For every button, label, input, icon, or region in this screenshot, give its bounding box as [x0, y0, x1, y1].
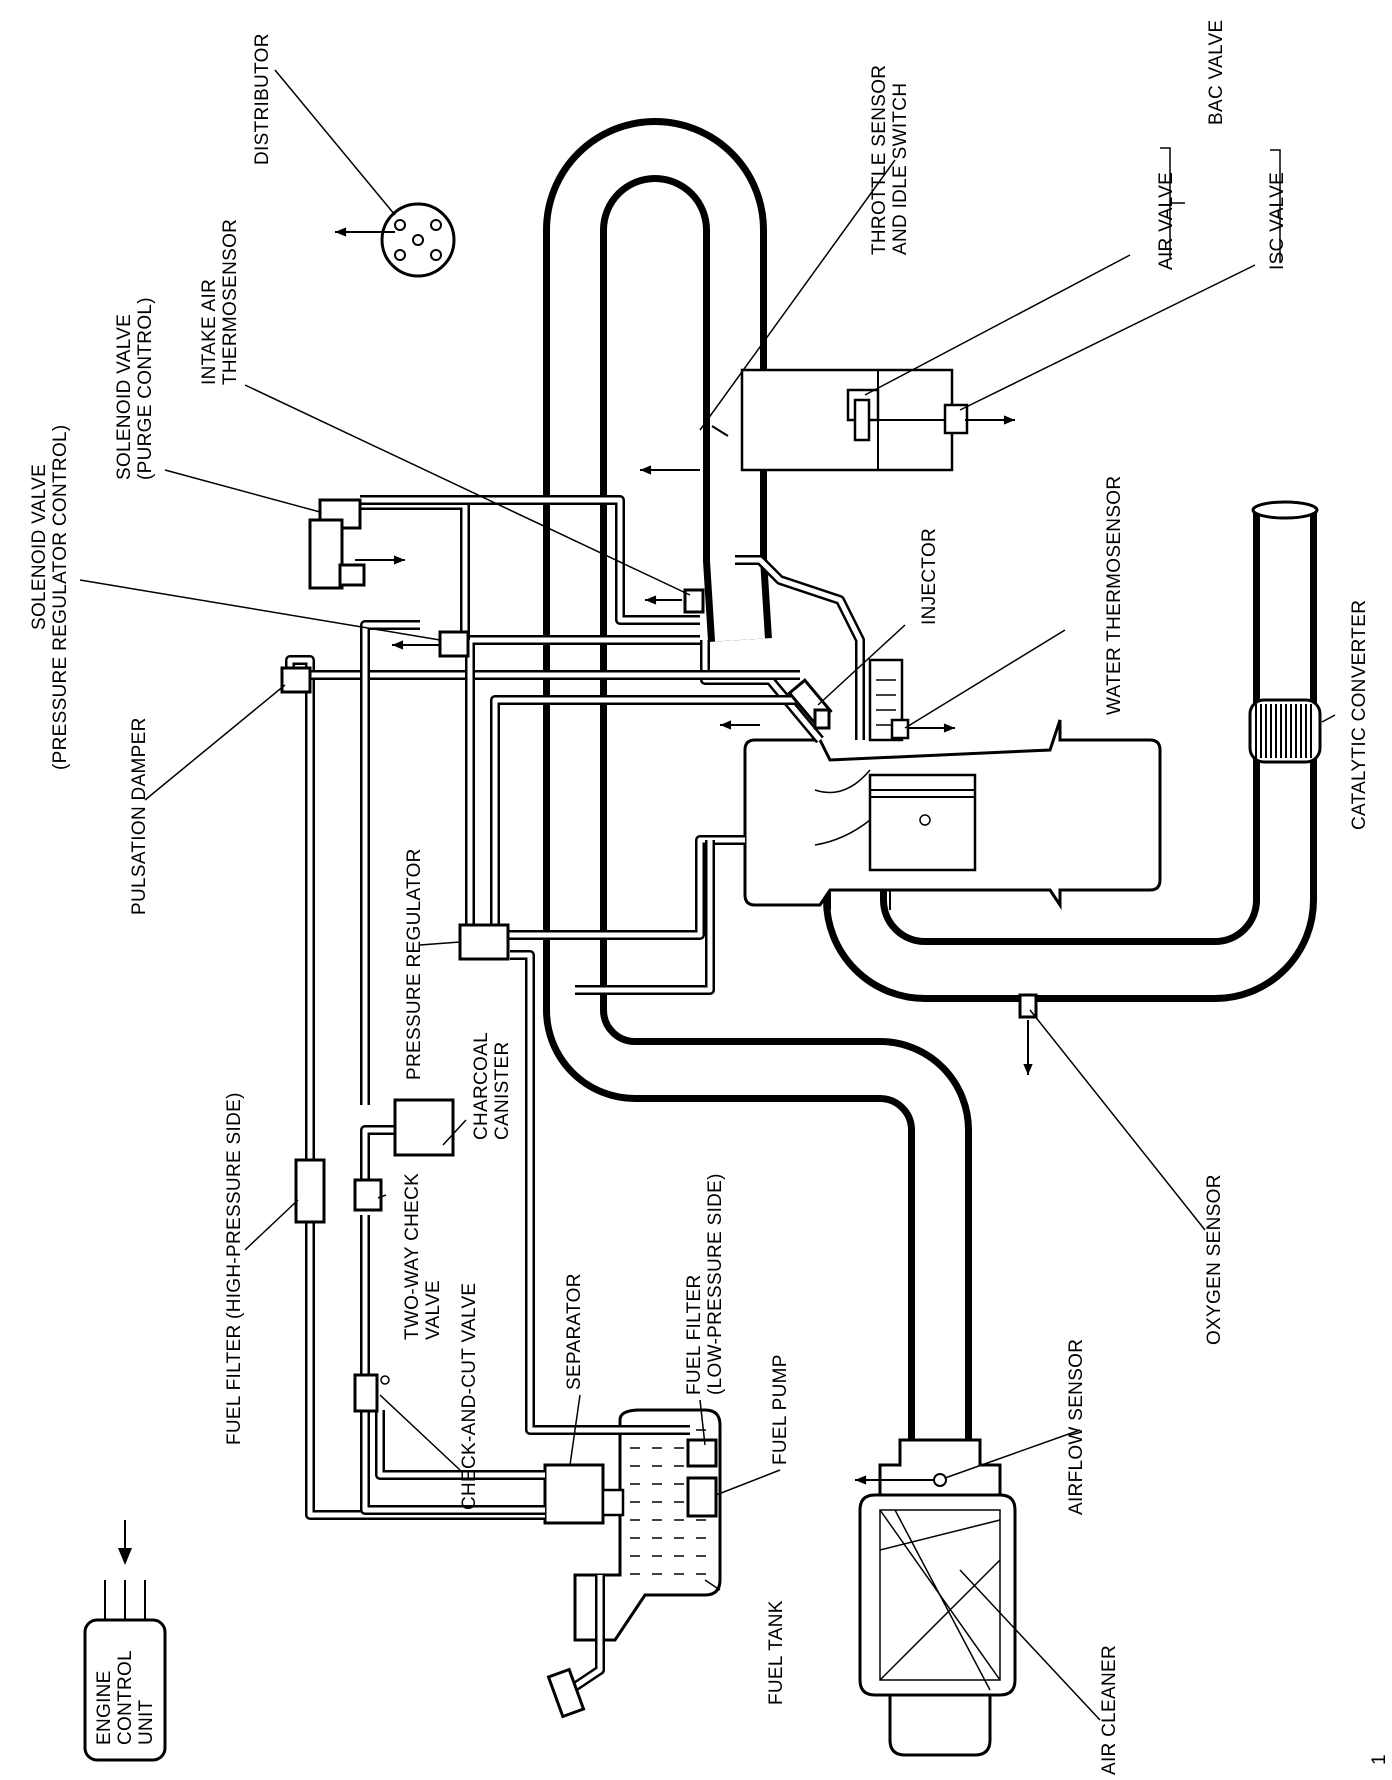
leader-lines	[79, 69, 1336, 1721]
fuel-filter-high-part	[294, 1158, 326, 1224]
label-fuel-pump: FUEL PUMP	[770, 1354, 791, 1465]
label-ecu-line1: ENGINE	[94, 1670, 115, 1745]
label-fuel-filter-high: FUEL FILTER (HIGH-PRESSURE SIDE)	[224, 1092, 245, 1445]
pulsation-damper-part	[280, 666, 312, 694]
label-distributor: DISTRIBUTOR	[252, 33, 273, 165]
fuel-pump-part	[686, 1476, 718, 1518]
pressure-regulator-part	[458, 923, 510, 961]
arrow-isc	[965, 415, 1015, 425]
arrow-intake-thermo	[645, 595, 682, 605]
label-pulsation-damper: PULSATION DAMPER	[129, 717, 150, 915]
solenoid-purge-part	[308, 498, 366, 590]
label-two-way-line2: VALVE	[423, 1280, 444, 1340]
charcoal-canister-part	[393, 1098, 455, 1157]
label-intake-air-line2: THERMOSENSOR	[220, 219, 241, 385]
labels: DISTRIBUTOR THROTTLE SENSOR AND IDLE SWI…	[29, 20, 1390, 1775]
intake-manifold	[700, 555, 865, 744]
arrow-injector	[720, 720, 760, 730]
arrow-purge	[355, 555, 405, 565]
label-airflow-sensor: AIRFLOW SENSOR	[1066, 1339, 1087, 1515]
label-bac-valve: BAC VALVE	[1206, 20, 1227, 125]
catalytic-converter	[1248, 698, 1322, 764]
intake-duct	[543, 118, 972, 1440]
label-air-valve: AIR VALVE	[1156, 172, 1177, 270]
fuel-lines	[285, 495, 800, 1520]
label-ecu-line3: UNIT	[136, 1699, 157, 1745]
label-injector: INJECTOR	[919, 528, 940, 625]
label-separator: SEPARATOR	[564, 1273, 585, 1390]
distributor-part	[380, 202, 456, 278]
label-isc-valve: ISC VALVE	[1267, 172, 1288, 270]
label-charcoal-line2: CANISTER	[492, 1042, 513, 1140]
air-cleaner-body	[858, 1438, 1017, 1757]
label-pressure-regulator: PRESSURE REGULATOR	[404, 848, 425, 1080]
label-throttle-sensor-line1: THROTTLE SENSOR	[869, 65, 890, 255]
label-solenoid-prc-line2: (PRESSURE REGULATOR CONTROL)	[50, 424, 71, 770]
throttle-plate	[711, 425, 729, 437]
label-throttle-sensor-line2: AND IDLE SWITCH	[890, 83, 911, 255]
label-solenoid-purge-line1: SOLENOID VALVE	[114, 314, 135, 480]
two-way-check-valve-part	[353, 1178, 383, 1212]
fuel-tank-body	[546, 1408, 722, 1719]
airflow-sensor-part	[900, 1473, 947, 1487]
injector-part	[787, 678, 833, 730]
label-ecu-line2: CONTROL	[115, 1650, 136, 1745]
label-charcoal-line1: CHARCOAL	[471, 1032, 492, 1140]
fuel-filter-low-part	[686, 1438, 718, 1468]
label-solenoid-purge-line2: (PURGE CONTROL)	[135, 297, 156, 480]
water-jacket	[868, 658, 910, 742]
arrow-throttle	[640, 465, 700, 475]
label-intake-air-line1: INTAKE AIR	[199, 279, 220, 385]
arrow-water	[908, 723, 955, 733]
label-air-cleaner: AIR CLEANER	[1099, 1645, 1120, 1775]
label-two-way-line1: TWO-WAY CHECK	[402, 1173, 423, 1340]
label-fuel-filter-low-line2: (LOW-PRESSURE SIDE)	[705, 1173, 726, 1395]
arrow-oxygen	[1023, 1020, 1033, 1075]
label-oxygen-sensor: OXYGEN SENSOR	[1204, 1174, 1225, 1345]
exhaust-pipe	[823, 500, 1319, 1002]
label-water-thermosensor: WATER THERMOSENSOR	[1104, 476, 1125, 715]
bac-valve-assembly	[740, 368, 969, 472]
arrow-airflow	[855, 1475, 900, 1485]
label-solenoid-prc-line1: SOLENOID VALVE	[29, 464, 50, 630]
ecu-box	[83, 1520, 167, 1762]
label-fuel-tank: FUEL TANK	[766, 1600, 787, 1705]
page-mark: 1	[1369, 1754, 1390, 1765]
separator-part	[543, 1463, 605, 1525]
label-check-and-cut: CHECK-AND-CUT VALVE	[459, 1283, 480, 1510]
label-catalytic-converter: CATALYTIC CONVERTER	[1349, 600, 1370, 830]
arrow-distributor	[335, 227, 395, 237]
arrow-prc	[392, 640, 440, 650]
solenoid-prc-part	[438, 630, 470, 658]
engine-block	[743, 719, 1162, 910]
label-fuel-filter-low-line1: FUEL FILTER	[684, 1275, 705, 1395]
signal-arrows	[335, 227, 1033, 1485]
check-and-cut-valve-part	[353, 1373, 379, 1413]
